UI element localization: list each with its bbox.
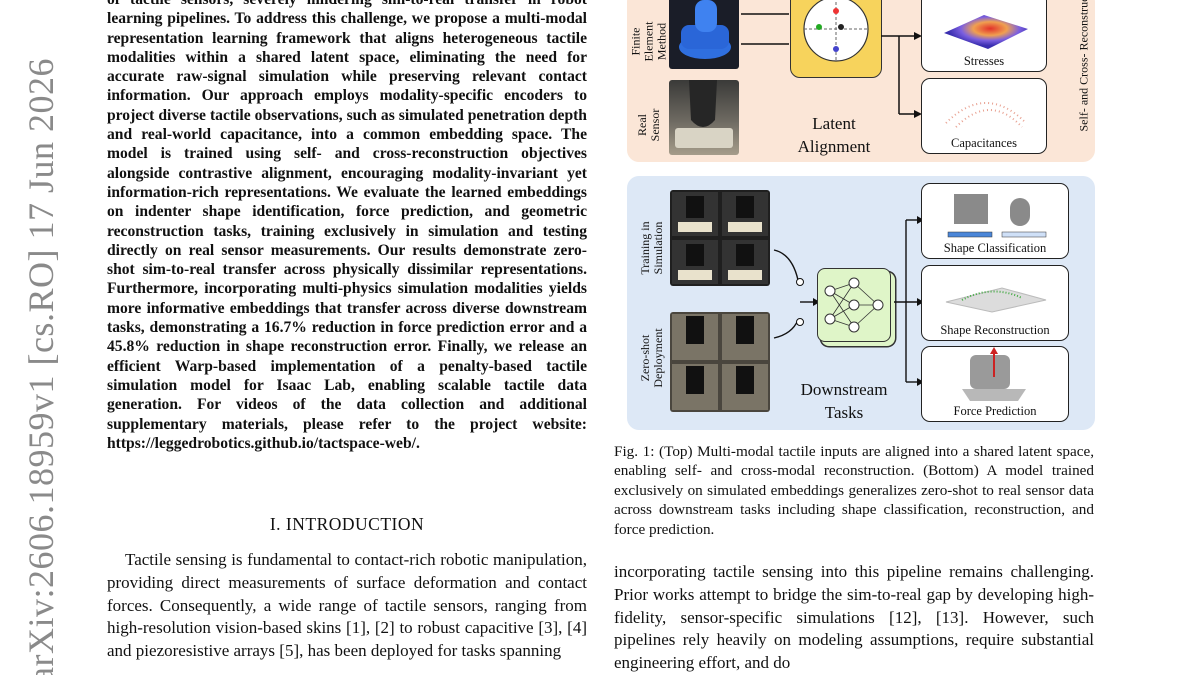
- capacitances-box: Capacitances: [921, 78, 1047, 154]
- shape-classification-box: Shape Classification: [921, 183, 1069, 259]
- figure-caption: Fig. 1: (Top) Multi-modal tactile inputs…: [614, 443, 1094, 538]
- stresses-box: Stresses: [921, 0, 1047, 72]
- force-prediction-box: Force Prediction: [921, 346, 1069, 422]
- bottom-switch: [773, 249, 820, 339]
- network-box: [817, 268, 891, 342]
- shape-reconstruction-box: Shape Reconstruction: [921, 265, 1069, 341]
- real-grid: [670, 312, 770, 412]
- stresses-label: Stresses: [963, 54, 1005, 68]
- capacitances-label: Capacitances: [951, 136, 1017, 150]
- arxiv-side-stamp: arXiv:2606.18959v1 [cs.RO] 17 Jun 2026: [0, 0, 80, 675]
- real-sensor-photo: [669, 80, 739, 155]
- fem-render: [669, 0, 739, 69]
- section-heading: I. INTRODUCTION: [269, 514, 425, 534]
- arxiv-id: arXiv:2606.18959v1 [cs.RO] 17 Jun 2026: [21, 58, 61, 675]
- latent-alignment-label: Latent Alignment: [797, 114, 871, 156]
- latent-box: [790, 0, 882, 78]
- shape-classification-label: Shape Classification: [943, 241, 1047, 255]
- real-sensor-label: Real Sensor: [635, 108, 662, 142]
- fem-label: Finite Element Method: [628, 21, 669, 62]
- task-arrows: [894, 216, 924, 386]
- abstract: of tactile sensors, severely hindering s…: [107, 0, 587, 452]
- right-column-paragraph: incorporating tactile sensing into this …: [614, 562, 1094, 673]
- shape-reconstruction-label: Shape Reconstruction: [940, 323, 1050, 337]
- top-arrows: [741, 13, 922, 118]
- downstream-tasks-label: Downstream Tasks: [800, 380, 888, 422]
- intro-paragraph: Tactile sensing is fundamental to contac…: [107, 550, 587, 661]
- force-prediction-label: Force Prediction: [953, 404, 1037, 418]
- figure-1: Finite Element Method Real Sensor Latent…: [614, 0, 1095, 440]
- reconstruction-label: Self- and Cross- Reconstruction: [1076, 0, 1091, 132]
- zero-shot-label: Zero-shot Deployment: [638, 328, 665, 388]
- sim-grid: [670, 190, 770, 286]
- train-sim-label: Training in Simulation: [638, 221, 665, 275]
